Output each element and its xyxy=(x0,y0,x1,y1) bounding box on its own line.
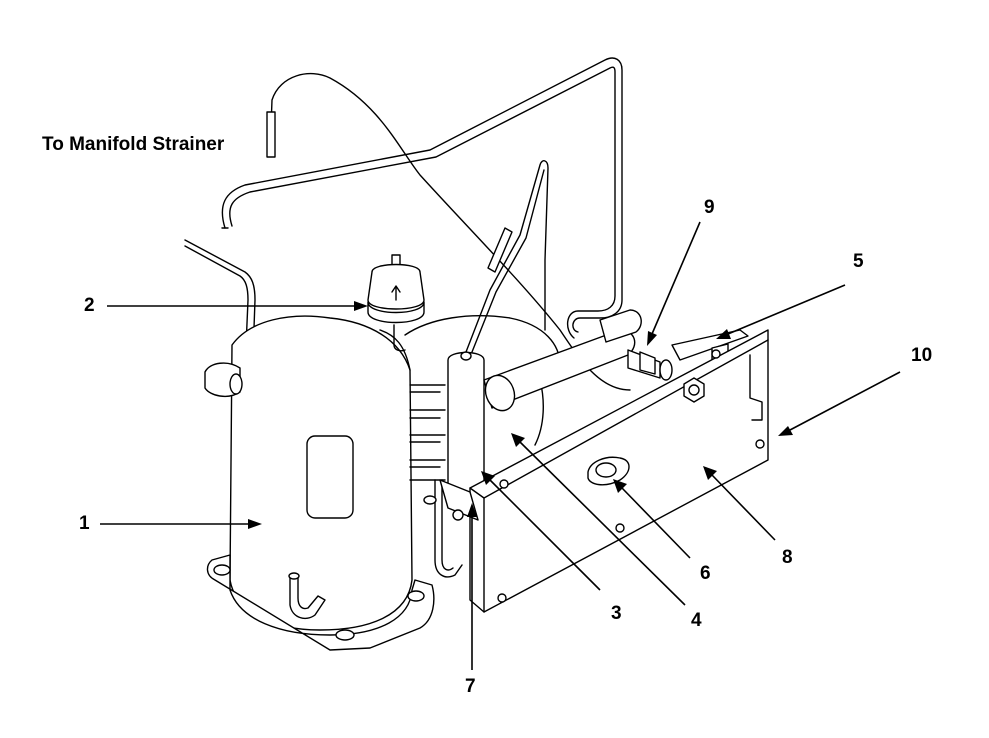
valve-fitting xyxy=(627,349,673,381)
receiver-tank xyxy=(447,160,549,494)
drier-cylinder xyxy=(483,309,642,412)
callout-3: 3 xyxy=(611,603,622,624)
coil-tubes xyxy=(409,384,463,578)
accumulator xyxy=(367,254,425,352)
mounting-plate xyxy=(469,329,769,613)
callout-1: 1 xyxy=(79,513,90,534)
leader-lines xyxy=(100,221,901,670)
tank-clamp xyxy=(439,479,479,521)
callout-2: 2 xyxy=(84,295,95,316)
callout-8: 8 xyxy=(782,547,793,568)
callout-7: 7 xyxy=(465,676,476,697)
callout-4: 4 xyxy=(691,610,702,631)
suction-tube xyxy=(221,57,623,339)
callout-6: 6 xyxy=(700,563,711,584)
compressor-shell xyxy=(204,315,435,651)
callout-9: 9 xyxy=(704,197,715,218)
callout-10: 10 xyxy=(911,345,933,366)
callout-5: 5 xyxy=(853,251,864,272)
manifold-strainer-label: To Manifold Strainer xyxy=(42,134,225,155)
